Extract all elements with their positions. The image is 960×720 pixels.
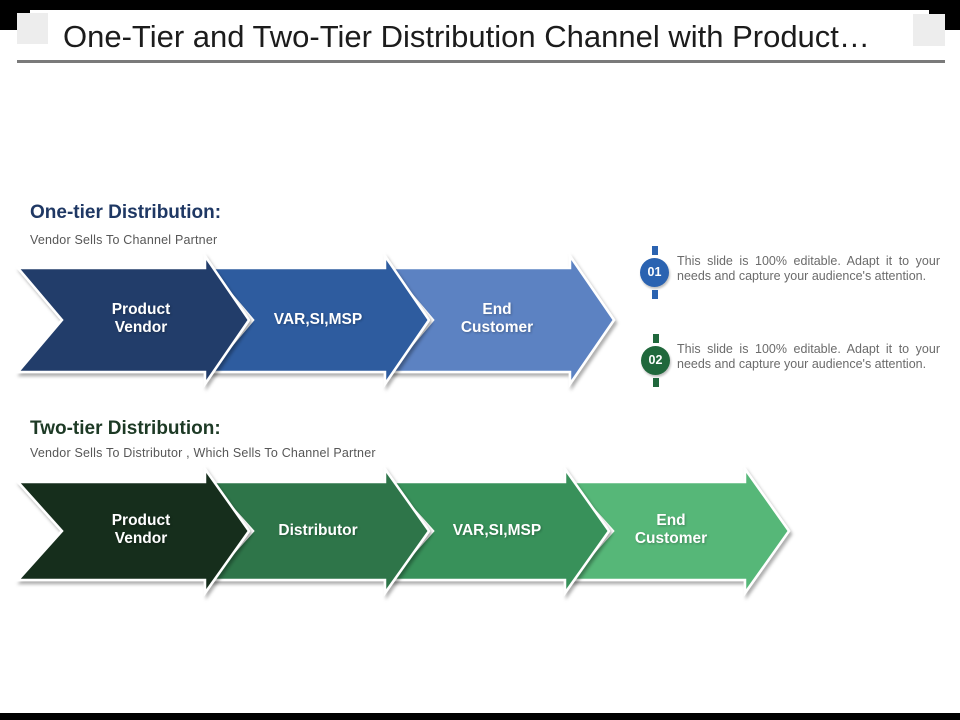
top-right-gray-square xyxy=(913,14,945,46)
slide-title: One-Tier and Two-Tier Distribution Chann… xyxy=(63,19,870,54)
note-1-text: This slide is 100% editable. Adapt it to… xyxy=(677,254,940,283)
arrow-label-onetier-product-vendor: Product Vendor xyxy=(111,301,171,336)
note-2-text: This slide is 100% editable. Adapt it to… xyxy=(677,342,940,371)
arrow-shape-twotier-product-vendor xyxy=(15,465,251,597)
section-1-heading: One-tier Distribution: xyxy=(30,202,222,223)
top-black-bar xyxy=(0,0,960,10)
arrow-label-onetier-var-si-msp: VAR,SI,MSP xyxy=(273,311,363,328)
note-2-number-badge: 02 xyxy=(641,346,670,375)
note-1-tick-top xyxy=(652,246,658,255)
arrow-shape-onetier-product-vendor xyxy=(15,251,251,389)
section-1-subheading: Vendor Sells To Channel Partner xyxy=(30,233,218,247)
note-1-tick-bottom xyxy=(652,290,658,299)
arrow-label-twotier-distributor: Distributor xyxy=(278,522,358,539)
arrow-label-twotier-var-si-msp: VAR,SI,MSP xyxy=(452,522,542,539)
note-2-tick-bottom xyxy=(653,378,659,387)
top-left-gray-square xyxy=(17,13,48,44)
bottom-black-bar xyxy=(0,713,960,720)
section-2-subheading: Vendor Sells To Distributor , Which Sell… xyxy=(30,446,376,460)
arrow-label-onetier-end-customer: End Customer xyxy=(460,301,534,336)
section-2-heading: Two-tier Distribution: xyxy=(30,418,221,439)
title-underline xyxy=(17,60,945,63)
arrow-label-twotier-end-customer: End Customer xyxy=(634,512,708,547)
note-2-tick-top xyxy=(653,334,659,343)
note-1-number-badge: 01 xyxy=(640,258,669,287)
arrow-label-twotier-product-vendor: Product Vendor xyxy=(111,512,171,547)
